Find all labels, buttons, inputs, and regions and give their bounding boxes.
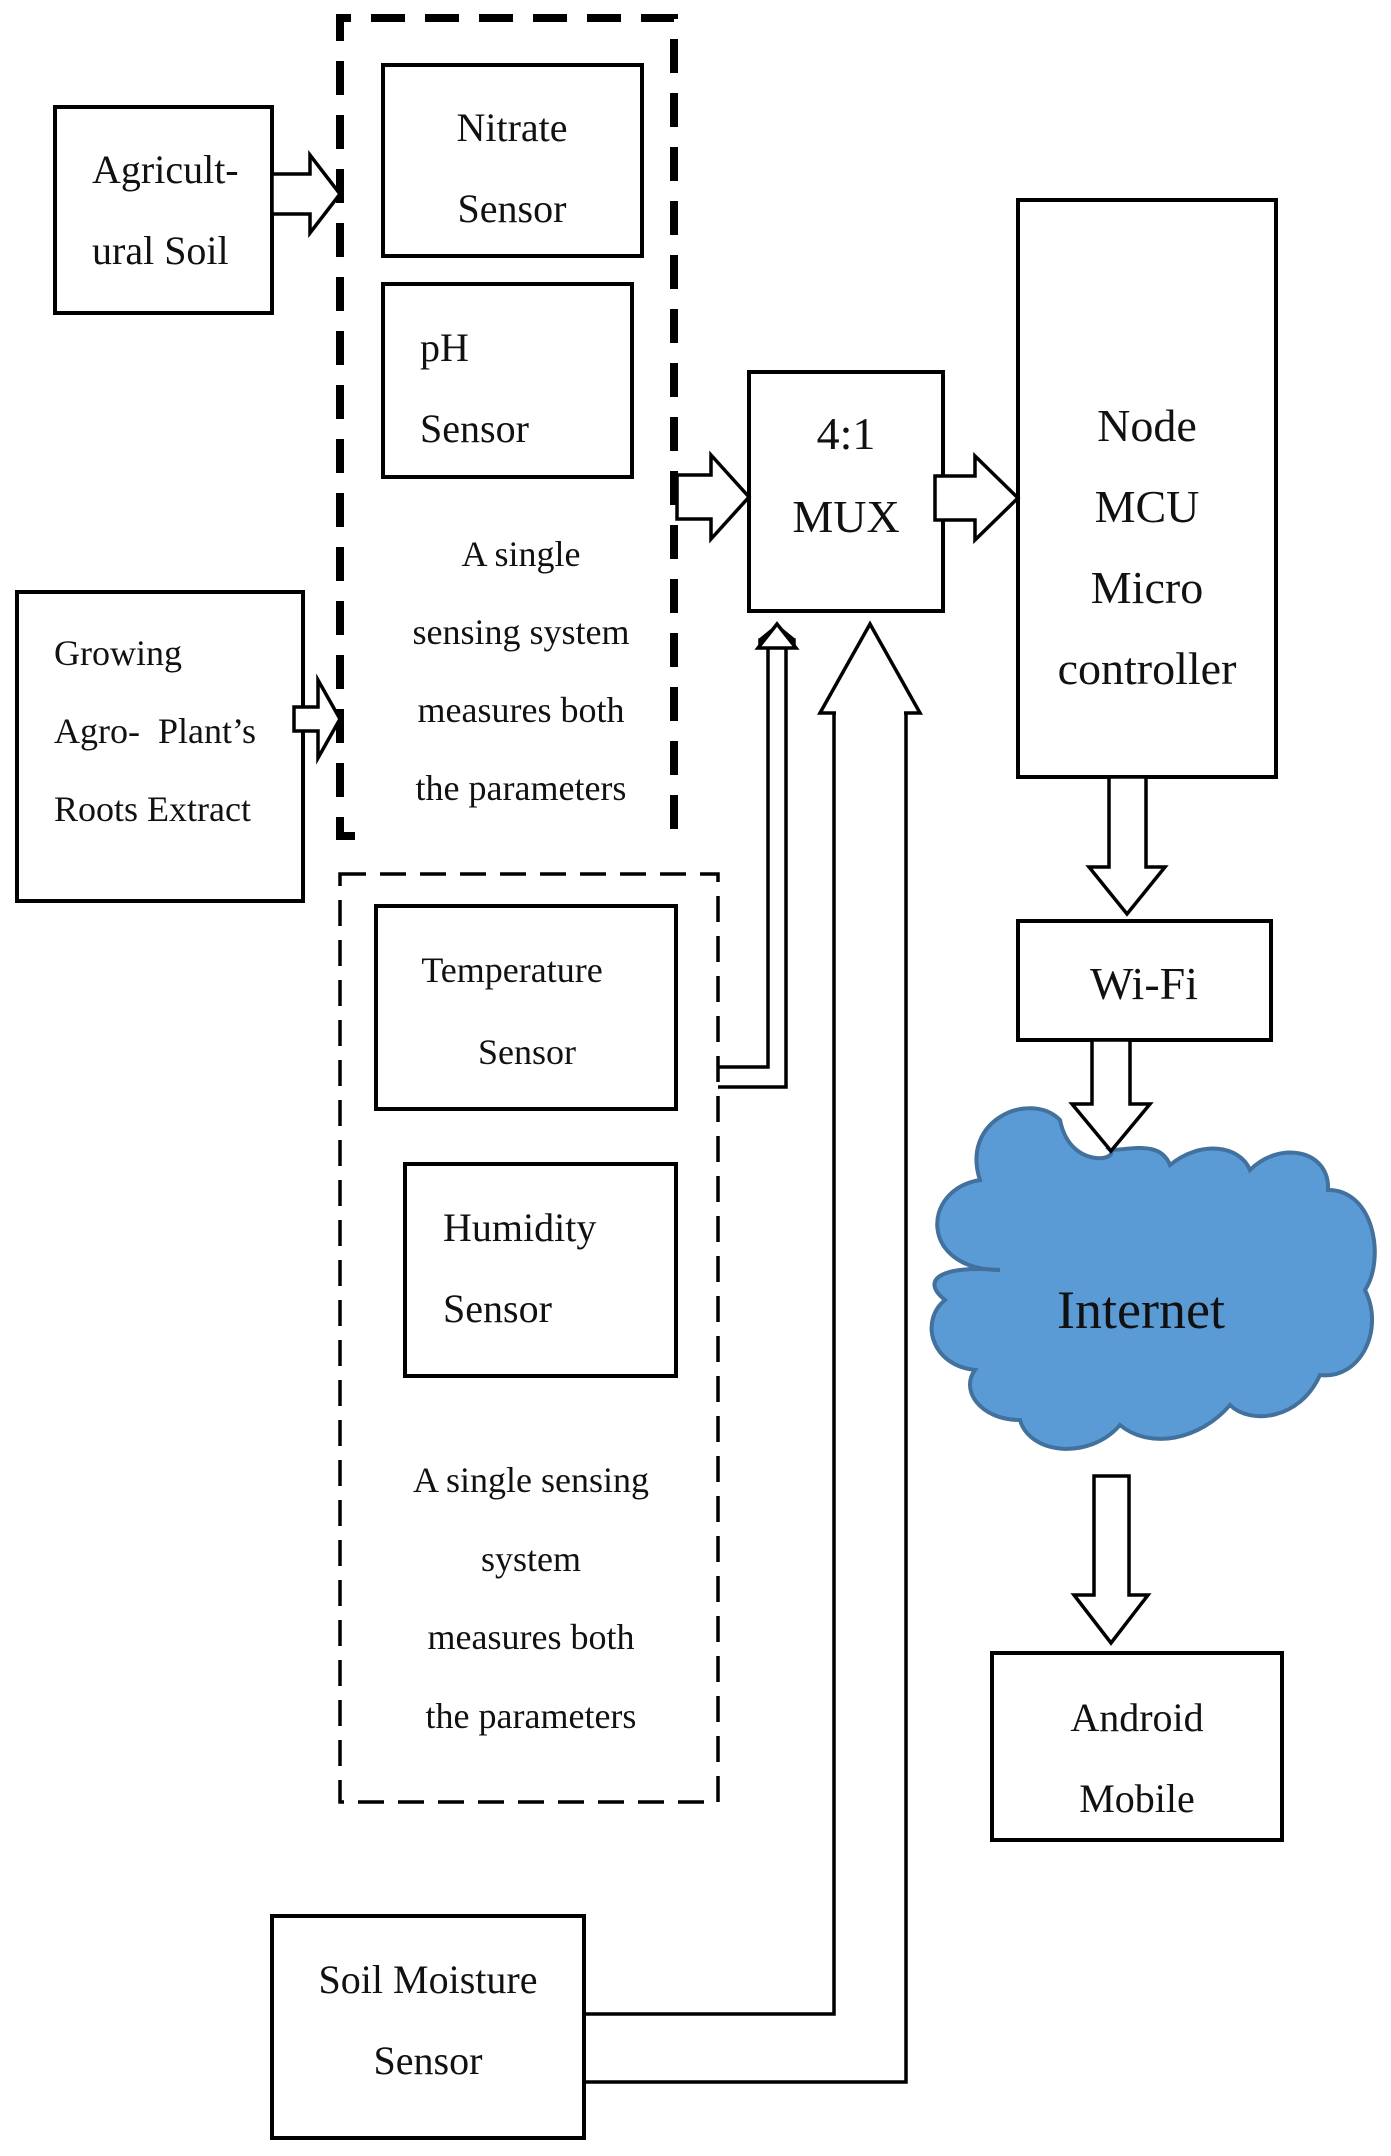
group1-note-line1: A single — [461, 534, 580, 574]
soil-moisture-sensor-box: Soil Moisture Sensor — [270, 1914, 586, 2140]
group2-note-line1: A single sensing — [413, 1460, 649, 1500]
ph-sensor-box: pH Sensor — [381, 282, 634, 479]
node-mcu-line3: Micro — [1091, 562, 1203, 613]
group2-dashed-container — [338, 872, 720, 1804]
node-mcu-line2: MCU — [1095, 481, 1200, 532]
arrow-soil-to-sensors — [270, 149, 343, 239]
group2-note-line3: measures both — [428, 1617, 635, 1657]
group2-note-line2: system — [481, 1539, 581, 1579]
group2-note-line4: the parameters — [426, 1696, 637, 1736]
group1-note-line3: measures both — [418, 690, 625, 730]
arrow-wifi-to-internet — [1068, 1038, 1154, 1154]
android-line2: Mobile — [1079, 1776, 1195, 1821]
cloud-shape — [929, 1106, 1377, 1451]
roots-extract-box: Growing Agro- Plant’s Roots Extract — [15, 590, 305, 903]
nitrate-sensor-line1: Nitrate — [456, 105, 567, 150]
arrow-roots-to-sensors — [292, 673, 343, 765]
roots-extract-line3: Roots Extract — [54, 789, 251, 829]
mux-line1: 4:1 — [817, 408, 876, 459]
ph-sensor-line2: Sensor — [420, 406, 529, 451]
internet-cloud: Internet — [929, 1106, 1377, 1451]
internet-label: Internet — [1057, 1280, 1225, 1340]
wifi-label: Wi-Fi — [1090, 958, 1198, 1009]
nitrate-sensor-box: Nitrate Sensor — [381, 63, 644, 258]
soil-moisture-line1: Soil Moisture — [319, 1957, 538, 2002]
arrow-mcu-to-wifi — [1085, 775, 1169, 917]
temperature-sensor-line2: Sensor — [478, 1032, 576, 1072]
temperature-sensor-box: Temperature Sensor — [374, 904, 678, 1111]
soil-moisture-line2: Sensor — [374, 2038, 483, 2083]
line-group2-to-mux-outer — [718, 647, 788, 1089]
arrowhead-group2-to-mux-tip — [754, 621, 800, 650]
ph-sensor-line1: pH — [420, 325, 469, 370]
humidity-sensor-line2: Sensor — [443, 1286, 552, 1331]
nitrate-sensor-line2: Sensor — [458, 186, 567, 231]
line-soil-moisture-to-mux-inner — [584, 713, 836, 2016]
group1-dashed-container — [336, 14, 678, 840]
humidity-sensor-box: Humidity Sensor — [403, 1162, 678, 1378]
agricultural-soil-line2: ural Soil — [92, 228, 229, 273]
android-line1: Android — [1070, 1695, 1203, 1740]
node-mcu-box: Node MCU Micro controller — [1016, 198, 1278, 779]
line-soil-moisture-to-mux-outer — [584, 713, 908, 2084]
temperature-sensor-line1: Temperature — [421, 950, 602, 990]
node-mcu-line4: controller — [1058, 643, 1237, 694]
group1-note-line4: the parameters — [416, 768, 627, 808]
agricultural-soil-box: Agricult- ural Soil — [53, 105, 274, 315]
roots-extract-line2: Agro- Plant’s — [54, 711, 256, 751]
humidity-sensor-line1: Humidity — [443, 1205, 596, 1250]
arrow-internet-to-mobile — [1070, 1474, 1152, 1646]
arrow-group1-to-mux — [675, 450, 752, 544]
group1-note-line2: sensing system — [412, 612, 629, 652]
group1-note: A single sensing system measures both th… — [412, 534, 629, 808]
line-group2-to-mux-inner — [718, 647, 770, 1069]
arrow-mux-to-mcu — [933, 451, 1021, 545]
roots-extract-line1: Growing — [54, 633, 182, 673]
node-mcu-line1: Node — [1097, 400, 1197, 451]
mux-line2: MUX — [792, 491, 899, 542]
wifi-box: Wi-Fi — [1016, 919, 1273, 1042]
mux-box: 4:1 MUX — [747, 370, 945, 613]
agricultural-soil-line1: Agricult- — [92, 147, 239, 192]
android-mobile-box: Android Mobile — [990, 1651, 1284, 1842]
group2-note: A single sensing system measures both th… — [413, 1460, 649, 1736]
arrowhead-soil-moisture-to-mux — [817, 620, 923, 715]
